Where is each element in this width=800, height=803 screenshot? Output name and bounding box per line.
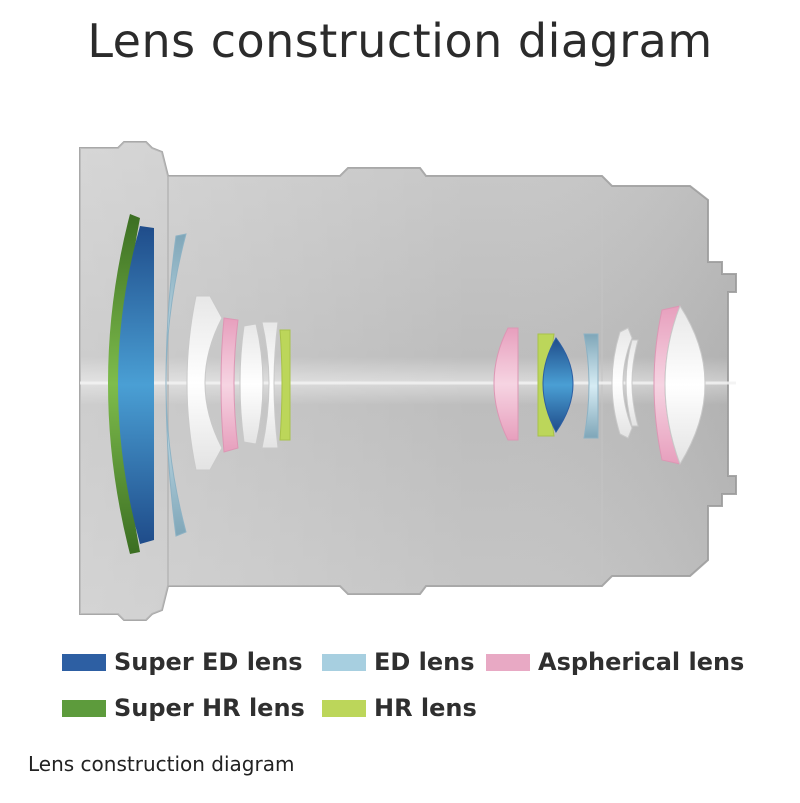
white-lens-rear-1	[611, 327, 633, 439]
legend-item-ed: ED lens	[322, 648, 475, 676]
super-ed-lens	[118, 226, 154, 544]
legend-swatch-super-ed	[62, 653, 106, 671]
legend-swatch-hr	[322, 699, 366, 717]
legend-item-super-ed: Super ED lens	[62, 648, 303, 676]
legend-item-aspherical: Aspherical lens	[486, 648, 744, 676]
white-lens-front-1	[186, 295, 223, 471]
front-lens-group	[108, 214, 291, 554]
legend: Super ED lens ED lens Aspherical lens Su…	[60, 640, 780, 730]
legend-label-hr: HR lens	[374, 694, 477, 722]
legend-swatch-aspherical	[486, 653, 530, 671]
ed-lens-rear	[583, 333, 599, 439]
white-lens-rear-3	[664, 304, 706, 466]
legend-label-ed: ED lens	[374, 648, 475, 676]
white-lens-front-3	[261, 321, 279, 449]
aspherical-lens-rear-1	[493, 327, 519, 441]
rear-lens-group	[493, 304, 706, 466]
legend-label-aspherical: Aspherical lens	[538, 648, 745, 676]
diagram-title: Lens construction diagram	[87, 14, 713, 68]
super-ed-lens-rear	[542, 337, 574, 433]
legend-item-hr: HR lens	[322, 694, 477, 722]
ed-lens-front	[165, 233, 187, 537]
legend-swatch-super-hr	[62, 699, 106, 717]
legend-label-super-ed: Super ED lens	[114, 648, 303, 676]
caption: Lens construction diagram	[28, 752, 295, 776]
legend-swatch-ed	[322, 653, 366, 671]
white-lens-front-2	[239, 323, 264, 445]
legend-item-super-hr: Super HR lens	[62, 694, 305, 722]
lens-barrel	[79, 141, 737, 621]
legend-label-super-hr: Super HR lens	[114, 694, 305, 722]
aspherical-lens-front	[220, 317, 239, 453]
white-lens-rear-2	[625, 339, 639, 427]
hr-lens-front	[279, 329, 291, 441]
